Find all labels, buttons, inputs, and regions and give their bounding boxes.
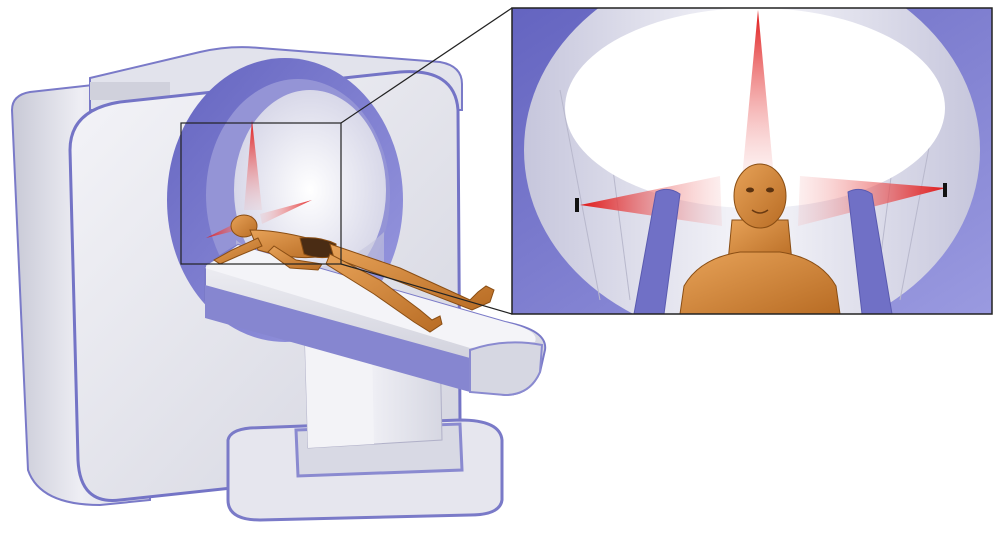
inset-patient-head <box>734 164 786 228</box>
inset-detector-left <box>575 198 579 212</box>
inset-detector-right <box>943 183 947 197</box>
table-end <box>470 342 542 395</box>
bore-close-up-inset <box>512 0 992 342</box>
